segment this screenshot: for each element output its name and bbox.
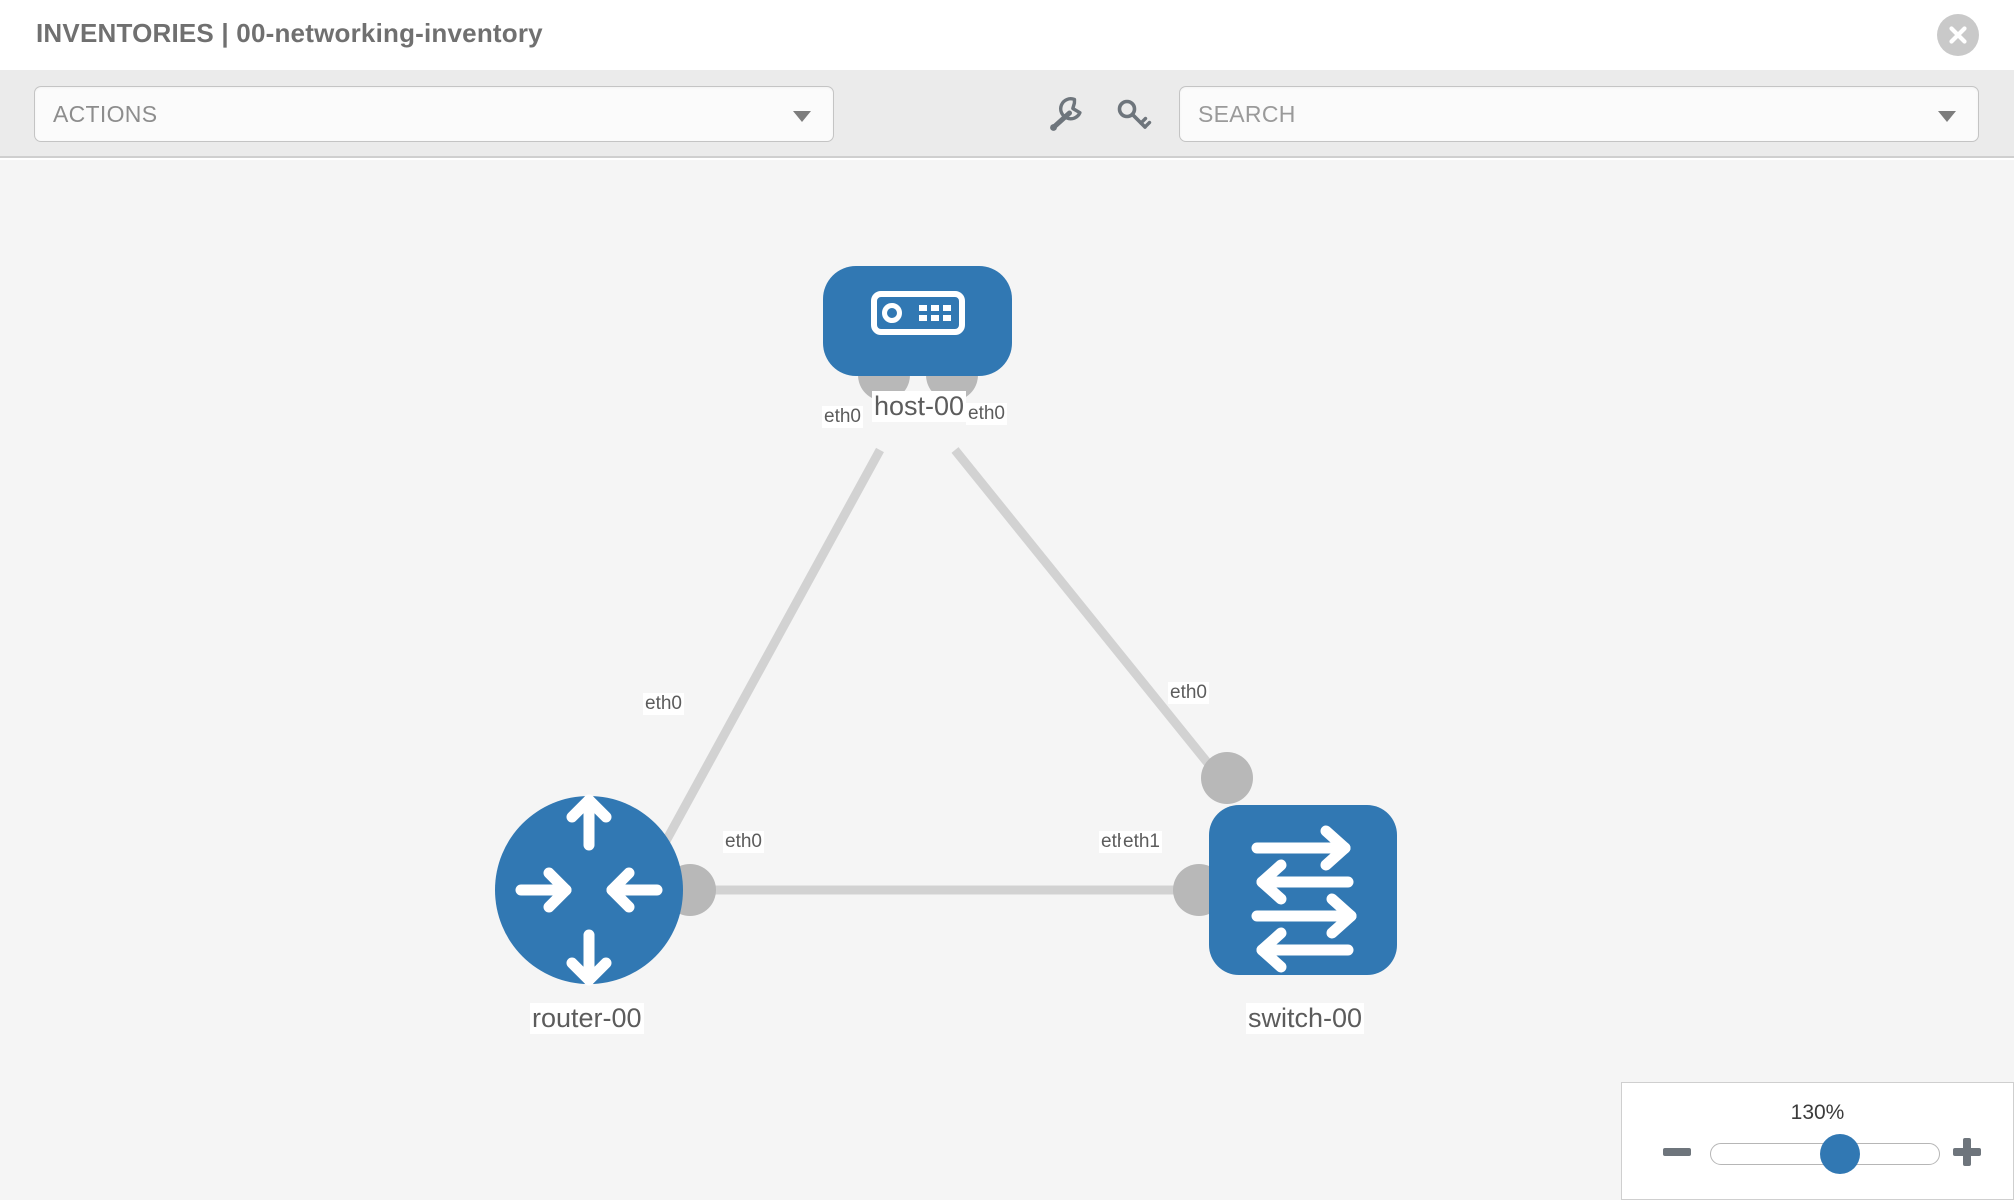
close-icon: [1949, 26, 1967, 44]
link-host-router[interactable]: [656, 447, 884, 855]
node-router-00[interactable]: [495, 794, 683, 986]
router-icon: [515, 794, 663, 986]
node-label-router: router-00: [530, 1003, 644, 1034]
actions-dropdown[interactable]: ACTIONS: [34, 86, 834, 142]
wrench-button[interactable]: [1043, 92, 1089, 138]
chevron-down-icon: [793, 111, 811, 122]
zoom-in-button[interactable]: [1950, 1135, 1984, 1169]
key-icon: [1117, 99, 1152, 129]
search-placeholder: SEARCH: [1198, 101, 1296, 127]
interface-nub-switch-up[interactable]: [1201, 752, 1253, 804]
link-layer: [656, 447, 1219, 895]
page-title: INVENTORIES | 00-networking-inventory: [36, 18, 543, 48]
topology-canvas[interactable]: host-00 router-00 switch-00 eth0 eth0 et…: [0, 160, 2014, 1200]
if-label-host-left: eth0: [822, 406, 863, 428]
node-host-00[interactable]: [823, 266, 1012, 376]
plus-icon: [1953, 1138, 1981, 1166]
close-button[interactable]: [1937, 14, 1979, 56]
if-label-host-right: eth0: [966, 403, 1007, 425]
link-host-switch[interactable]: [951, 447, 1219, 775]
switch-icon: [1251, 825, 1357, 973]
wrench-icon: [1050, 97, 1082, 131]
chevron-down-icon: [1938, 111, 1956, 122]
node-label-switch: switch-00: [1246, 1003, 1365, 1034]
actions-dropdown-label: ACTIONS: [53, 101, 158, 127]
node-switch-00[interactable]: [1209, 805, 1397, 975]
search-input[interactable]: SEARCH: [1179, 86, 1979, 142]
key-button[interactable]: [1111, 92, 1157, 138]
if-label-router-up: eth0: [643, 693, 684, 715]
minus-icon: [1663, 1148, 1691, 1156]
if-label-switch-left-b: eth1: [1121, 831, 1162, 853]
topology-graph: [495, 266, 1397, 986]
node-label-host: host-00: [872, 391, 967, 422]
zoom-control-panel: 130%: [1621, 1082, 2014, 1200]
if-label-switch-up: eth0: [1168, 682, 1209, 704]
zoom-out-button[interactable]: [1660, 1135, 1694, 1169]
if-label-router-right: eth0: [723, 831, 764, 853]
server-icon: [871, 291, 965, 335]
page-header: INVENTORIES | 00-networking-inventory: [0, 0, 2014, 70]
zoom-level-value: 130%: [1790, 1101, 1845, 1124]
zoom-slider-thumb[interactable]: [1820, 1134, 1861, 1174]
